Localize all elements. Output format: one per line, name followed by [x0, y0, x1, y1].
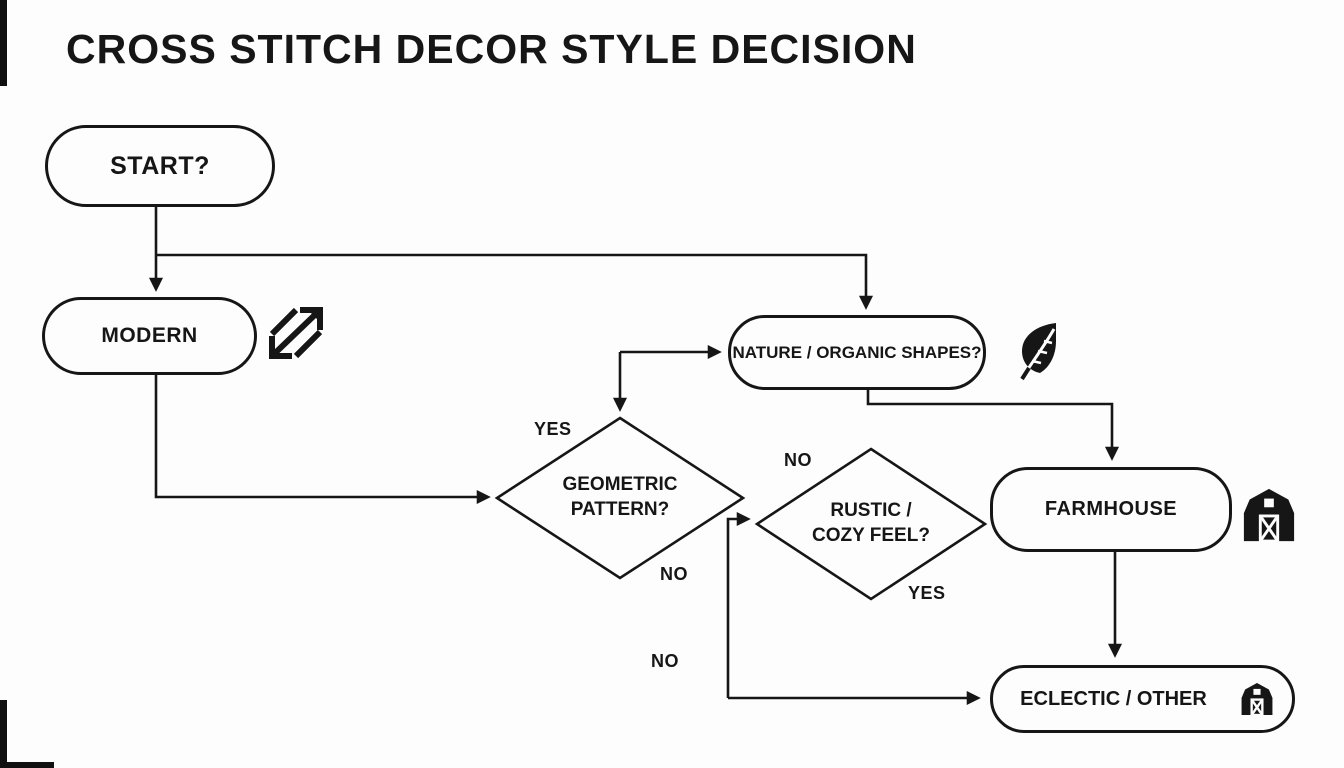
- barn-icon: [1238, 487, 1300, 543]
- scan-artifact-bottom-strip: [0, 762, 54, 768]
- node-eclectic-other: ECLECTIC / OTHER: [990, 665, 1295, 733]
- edge-label-rustic-no: NO: [784, 450, 812, 470]
- node-modern: MODERN: [42, 297, 257, 375]
- arrow-modern-to-geometric: [154, 375, 491, 505]
- node-modern-label: MODERN: [101, 324, 198, 347]
- decision-geometric-pattern-shape: [494, 416, 746, 580]
- node-nature-organic: NATURE / ORGANIC SHAPES?: [728, 315, 986, 390]
- arrow-no-to-rustic: [726, 511, 751, 698]
- edge-label-geometric-yes: YES: [534, 419, 572, 439]
- arrow-start-to-nature: [156, 253, 874, 310]
- barn-small-icon: [1238, 681, 1276, 717]
- node-eclectic-other-label: ECLECTIC / OTHER: [1020, 687, 1207, 710]
- edge-label-rustic-yes: YES: [908, 583, 946, 603]
- node-start-label: START?: [110, 151, 210, 180]
- decision-rustic-cozy-shape: [754, 447, 988, 601]
- node-farmhouse-label: FARMHOUSE: [1044, 498, 1178, 520]
- page-title: CROSS STITCH DECOR STYLE DECISION: [66, 26, 917, 72]
- edge-label-eclectic-no: NO: [651, 651, 679, 671]
- leaf-icon: [1018, 321, 1060, 381]
- node-farmhouse: FARMHOUSE: [990, 467, 1232, 552]
- node-nature-organic-label: NATURE / ORGANIC SHAPES?: [732, 342, 982, 362]
- geometric-pattern-icon: [268, 306, 324, 360]
- edge-label-geometric-no: NO: [660, 564, 688, 584]
- node-start: START?: [45, 125, 275, 207]
- scan-artifact-top-left: [0, 0, 7, 86]
- scan-artifact-bottom-left: [0, 700, 7, 768]
- arrow-nature-to-farmhouse: [866, 390, 1120, 461]
